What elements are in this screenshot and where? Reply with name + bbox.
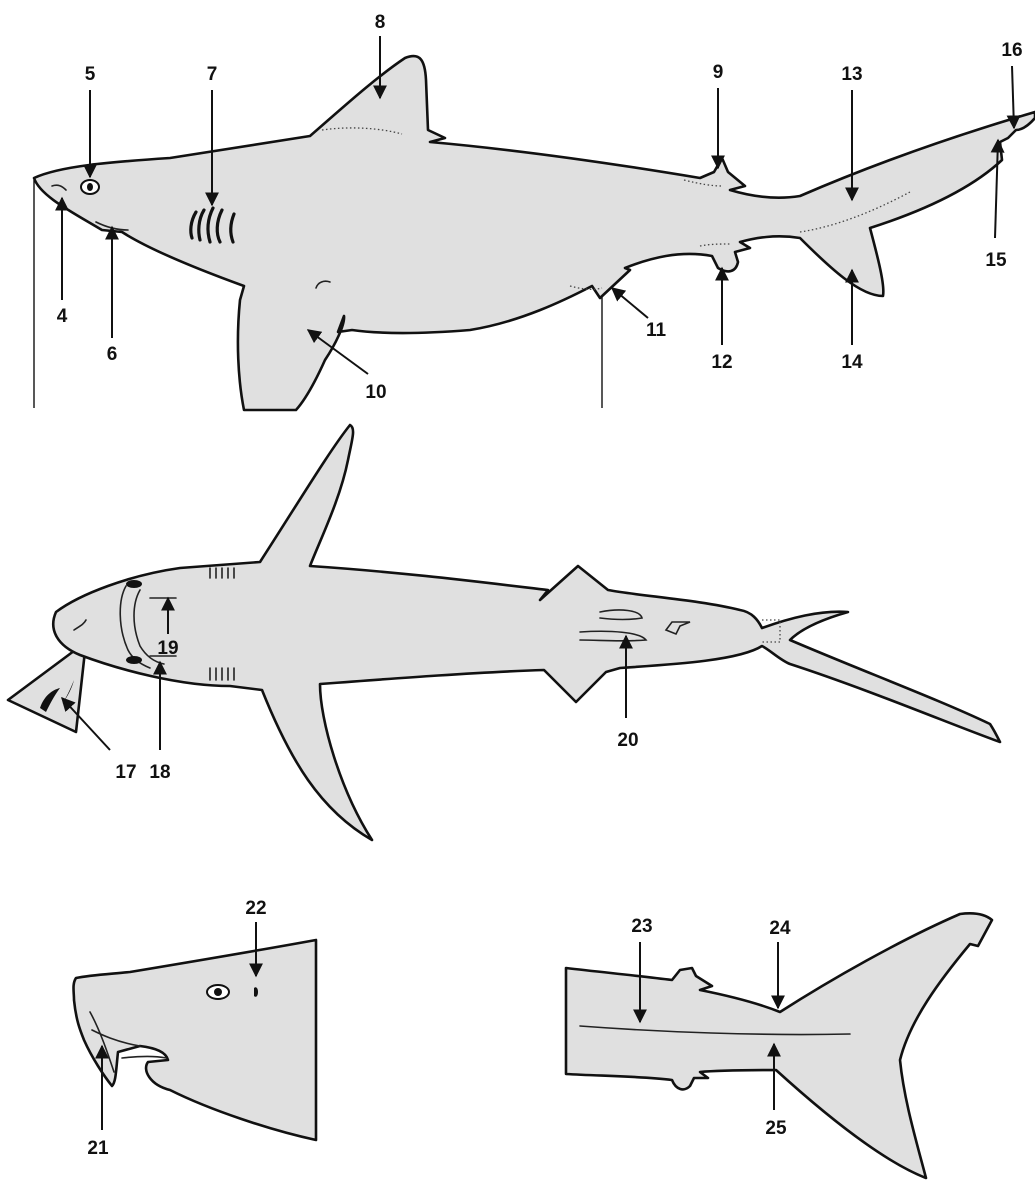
label-5: 5	[85, 64, 96, 85]
eye-ventral-upper	[126, 580, 142, 588]
label-16: 16	[1001, 40, 1022, 61]
label-7: 7	[207, 64, 218, 85]
pupil-detail	[214, 988, 222, 996]
label-17: 17	[115, 762, 136, 783]
label-13: 13	[841, 64, 862, 85]
label-25: 25	[765, 1118, 787, 1139]
arrow-11	[612, 288, 648, 318]
label-24: 24	[769, 918, 791, 939]
label-4: 4	[57, 306, 68, 327]
label-19: 19	[157, 638, 178, 659]
ventral-view: 17 18 19 20	[8, 425, 1000, 840]
shark-body-ventral	[53, 425, 1000, 840]
eye-ventral-lower	[126, 656, 142, 664]
pupil-lateral	[87, 183, 93, 191]
label-9: 9	[713, 62, 724, 83]
label-20: 20	[617, 730, 638, 751]
label-18: 18	[149, 762, 170, 783]
lateral-view: 4 5 6 7 8 9 10 11 12 13 14 15 16	[34, 12, 1035, 410]
label-12: 12	[711, 352, 732, 373]
label-10: 10	[365, 382, 386, 403]
label-22: 22	[245, 898, 266, 919]
label-15: 15	[985, 250, 1007, 271]
label-21: 21	[87, 1138, 109, 1159]
shark-body-lateral	[34, 56, 1035, 410]
label-8: 8	[375, 12, 386, 33]
label-11: 11	[646, 320, 667, 341]
label-6: 6	[107, 344, 118, 365]
label-14: 14	[841, 352, 863, 373]
tail-detail: 23 24 25	[566, 913, 992, 1178]
head-detail: 21 22	[74, 898, 317, 1159]
nostril-magnifier	[8, 642, 86, 732]
head-detail-outline	[74, 940, 317, 1140]
label-23: 23	[631, 916, 652, 937]
